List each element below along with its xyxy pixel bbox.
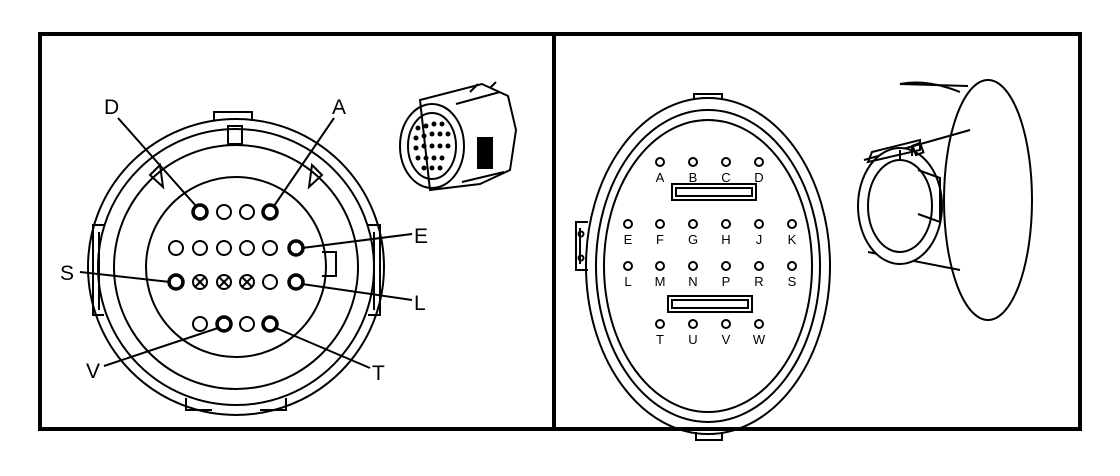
pin-t: [261, 315, 279, 333]
pin-label: H: [721, 232, 730, 247]
pin-cavity: [216, 240, 232, 256]
pin-label: M: [655, 274, 666, 289]
callout-s: S: [60, 262, 74, 285]
pin-label: N: [688, 274, 697, 289]
right-connector-face: [575, 93, 831, 441]
pin-label: T: [656, 332, 664, 347]
pin-d: [191, 203, 209, 221]
pin-cavity: [239, 240, 255, 256]
pin-label: R: [754, 274, 763, 289]
plugged-cavity-icon: [216, 274, 232, 290]
connector-thumbnail: [399, 81, 518, 192]
callout-l: L: [414, 292, 426, 315]
pin-label: F: [656, 232, 664, 247]
left-pin-cavities: [167, 203, 305, 333]
pin-cavity: [262, 240, 278, 256]
pin-cavity: [168, 240, 184, 256]
pin-label: A: [656, 170, 665, 185]
pin-label: D: [754, 170, 763, 185]
pin-label: K: [788, 232, 797, 247]
pin-label: W: [753, 332, 766, 347]
left-leader-lines: [79, 117, 413, 369]
pin-label: P: [722, 274, 731, 289]
callout-e: E: [414, 225, 428, 248]
right-pin-holes: [623, 157, 797, 329]
pin-v: [215, 315, 233, 333]
callout-d: D: [104, 96, 119, 119]
plugged-cavity-icon: [192, 274, 208, 290]
pin-label: J: [756, 232, 763, 247]
mating-connector-body: [857, 79, 1033, 321]
pin-cavity: [216, 204, 232, 220]
plugged-cavity-icon: [239, 274, 255, 290]
pin-label: V: [722, 332, 731, 347]
callout-v: V: [86, 360, 100, 383]
pin-label: S: [788, 274, 797, 289]
pin-cavity: [239, 204, 255, 220]
pin-l: [287, 273, 305, 291]
right-pin-labels: A B C D E F G H J K L M N P R S T U V W: [624, 170, 797, 347]
callout-t: T: [372, 362, 385, 385]
left-callouts: D A E S L V T: [60, 96, 428, 385]
left-connector-face: [87, 111, 385, 416]
pin-cavity: [262, 274, 278, 290]
pin-s: [167, 273, 185, 291]
pin-cavity: [192, 240, 208, 256]
pin-cavity: [239, 316, 255, 332]
pin-label: U: [688, 332, 697, 347]
pin-label: E: [624, 232, 633, 247]
pin-label: C: [721, 170, 730, 185]
pin-label: G: [688, 232, 698, 247]
pin-cavity: [192, 316, 208, 332]
callout-a: A: [332, 96, 346, 119]
pin-e: [287, 239, 305, 257]
pin-label: B: [689, 170, 698, 185]
pin-label: L: [624, 274, 631, 289]
pin-a: [261, 203, 279, 221]
